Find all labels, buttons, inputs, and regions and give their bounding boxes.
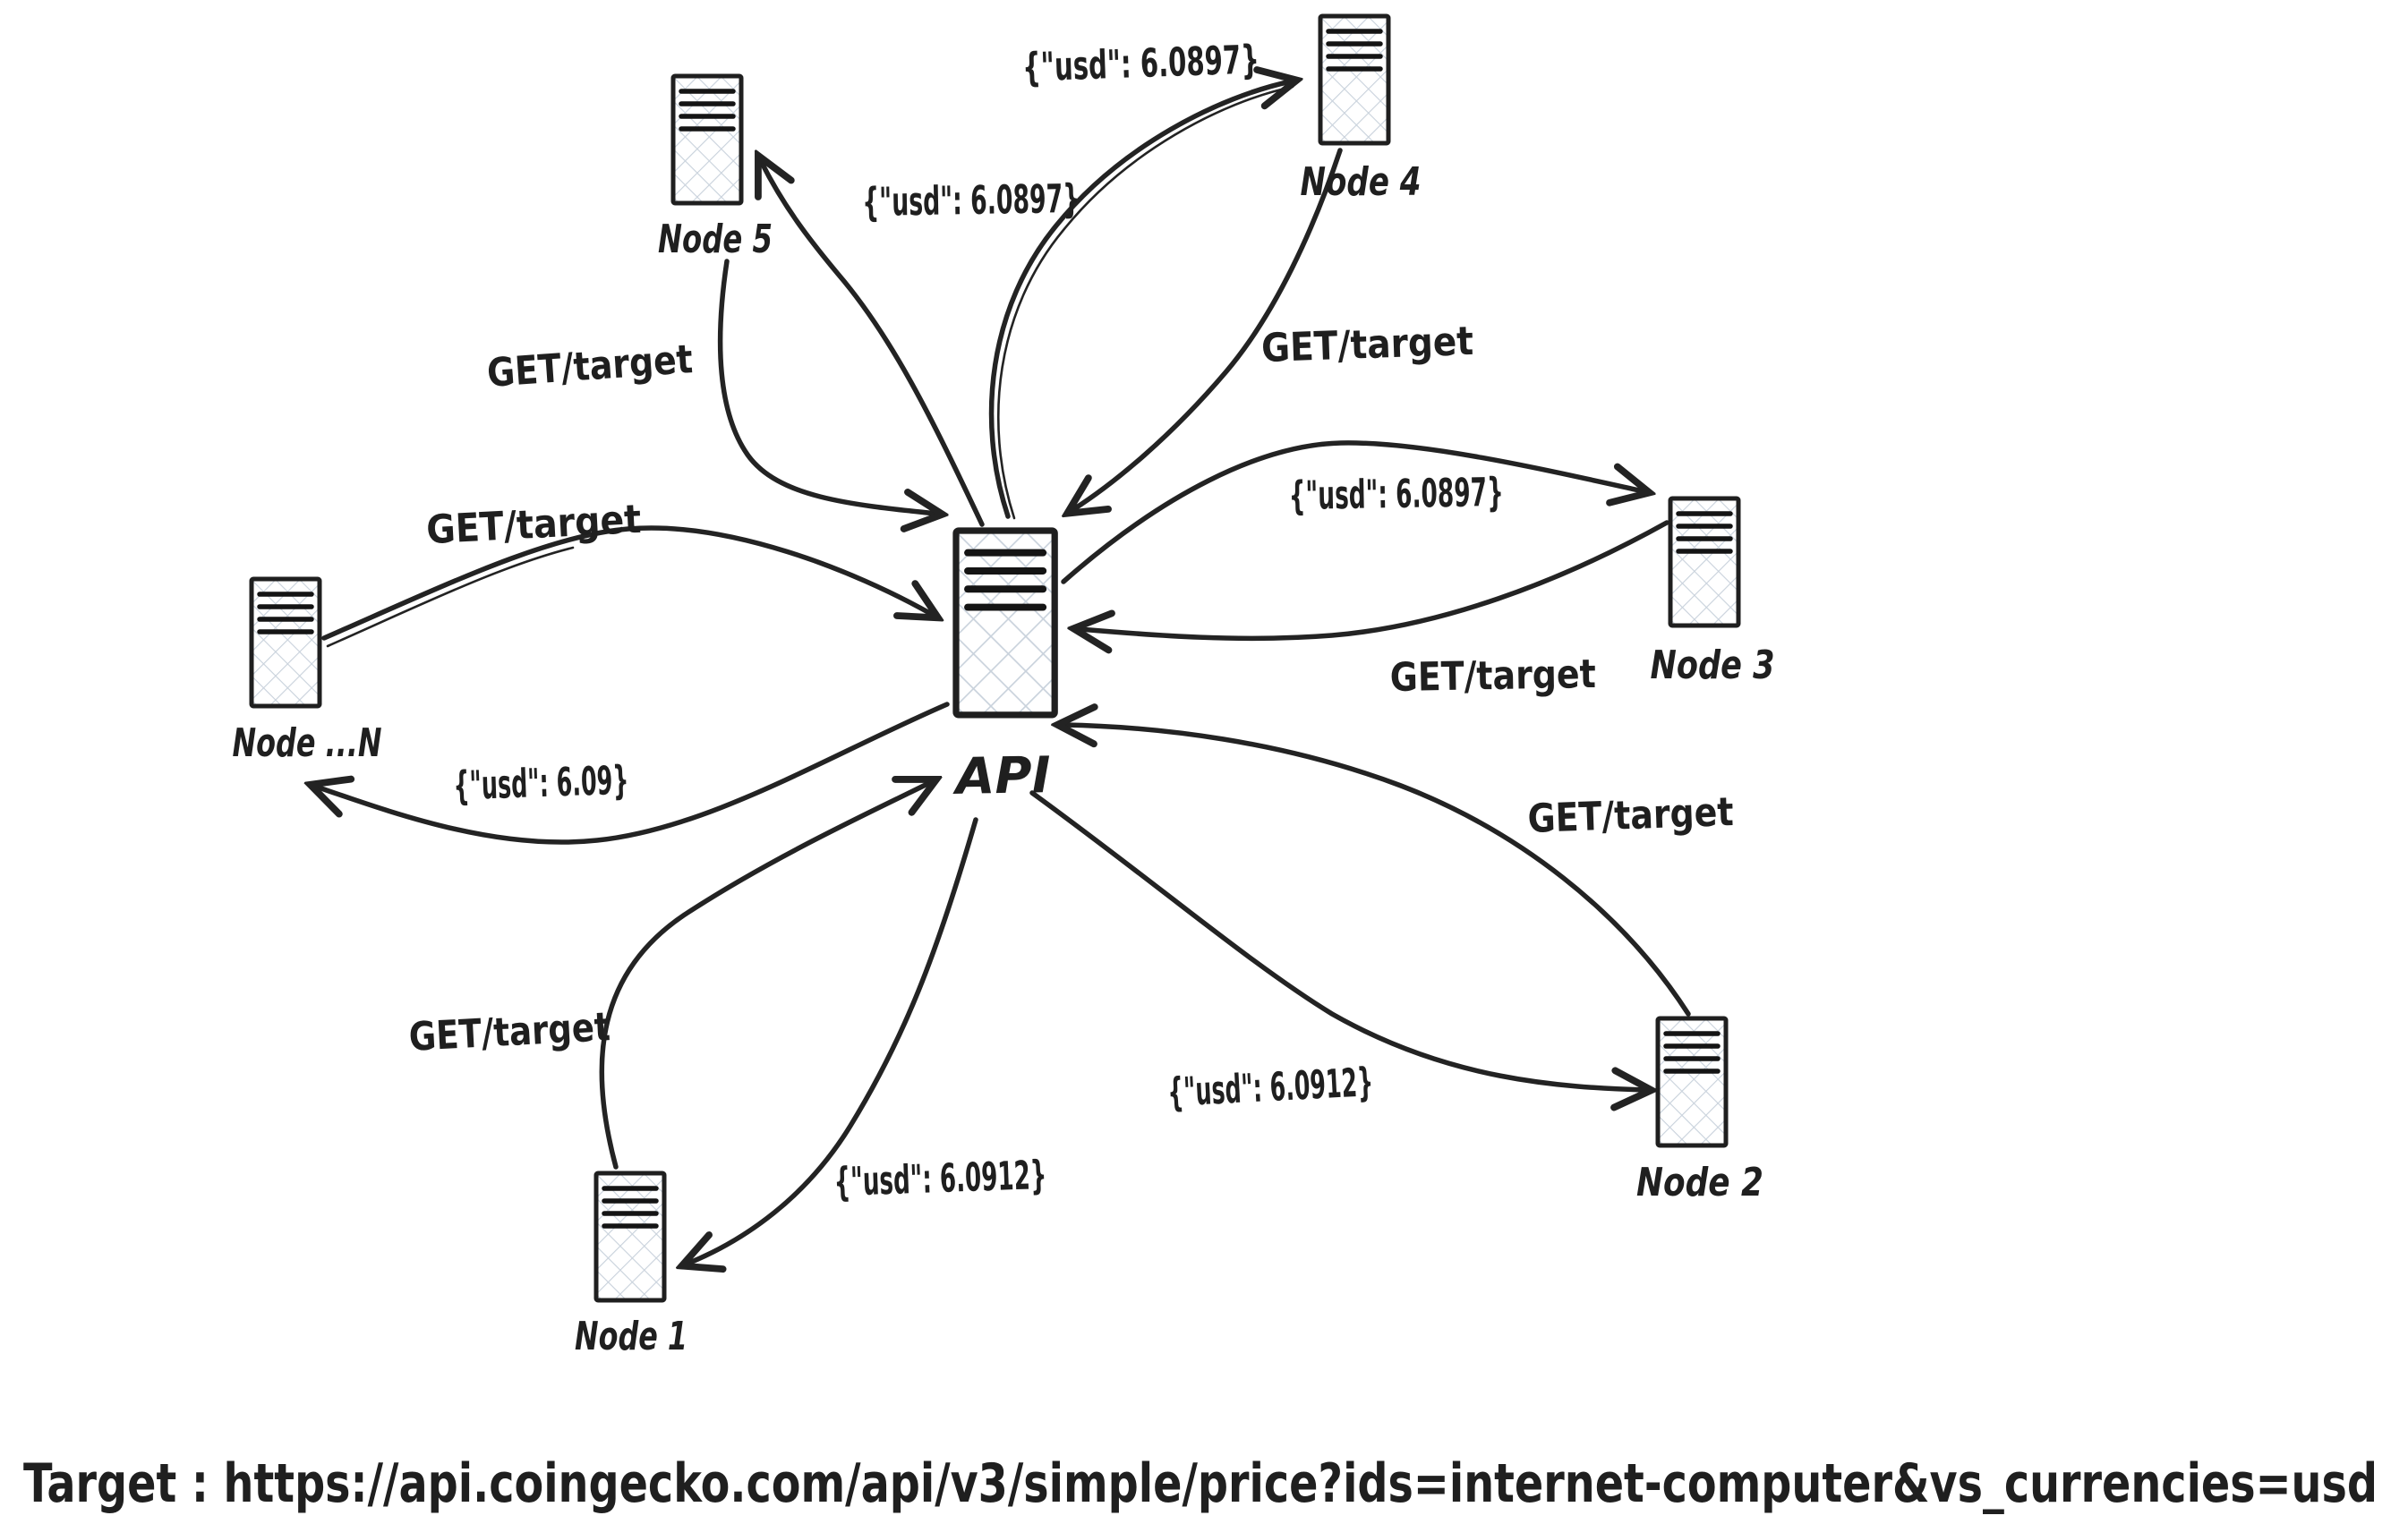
node-n-group: Node ...N	[233, 579, 382, 766]
arrow-request-nodeN-to-api	[321, 525, 933, 641]
arrow-response-api-to-node1	[687, 817, 978, 1264]
node-1-group: Node 1	[575, 1173, 687, 1359]
node-n-label: Node ...N	[233, 720, 382, 766]
response-label-node4: {"usd": 6.0897}	[1021, 37, 1260, 90]
node-4-server-icon	[1320, 16, 1388, 143]
arrow-request-node3-to-api	[1080, 520, 1669, 638]
node-4-group: Node 4	[1301, 16, 1422, 205]
api-label: API	[952, 746, 1051, 806]
arrow-request-node2-to-api	[1063, 725, 1691, 1017]
request-label-nodeN: GET/target	[425, 497, 642, 553]
node-4-label: Node 4	[1301, 159, 1422, 205]
arrow-response-api-to-node4	[988, 81, 1291, 519]
request-label-node1: GET/target	[408, 1004, 611, 1060]
node-n-server-icon	[252, 579, 320, 706]
arrow-request-node5-to-api	[717, 259, 936, 514]
response-label-node5: {"usd": 6.0897}	[862, 176, 1080, 226]
node-3-group: Node 3	[1651, 498, 1775, 688]
node-3-label: Node 3	[1651, 643, 1775, 688]
response-label-node1: {"usd": 6.0912}	[833, 1153, 1048, 1205]
arrow-request-nodeN-double-stroke	[326, 546, 575, 648]
api-server-icon	[956, 531, 1055, 715]
arrow-response-api-to-node4-double-stroke	[997, 85, 1294, 520]
api-server-group: API	[952, 531, 1055, 806]
request-label-node5: GET/target	[485, 336, 694, 396]
node-5-server-icon	[673, 76, 741, 203]
node-5-group: Node 5	[658, 76, 773, 262]
arrow-response-api-to-node2	[1029, 790, 1645, 1090]
response-label-node3: {"usd": 6.0897}	[1288, 470, 1504, 519]
request-label-node3: GET/target	[1389, 651, 1596, 701]
arrow-response-api-to-nodeN	[316, 702, 950, 845]
node-1-server-icon	[596, 1173, 664, 1300]
request-label-node4: GET/target	[1260, 319, 1474, 371]
response-label-nodeN: {"usd": 6.09}	[453, 758, 630, 810]
arrow-request-node4-to-api	[1072, 148, 1343, 510]
node-2-label: Node 2	[1636, 1160, 1763, 1205]
arrow-response-api-to-node3	[1061, 440, 1644, 584]
node-3-server-icon	[1670, 498, 1738, 626]
target-url-caption: Target : https://api.coingecko.com/api/v…	[23, 1452, 2378, 1515]
node-5-label: Node 5	[658, 217, 773, 262]
node-2-group: Node 2	[1636, 1018, 1763, 1205]
arrow-response-api-to-node5	[761, 161, 985, 527]
node-2-server-icon	[1658, 1018, 1726, 1145]
node-1-label: Node 1	[575, 1314, 687, 1359]
arrow-request-node1-to-api	[599, 782, 931, 1170]
response-label-node2: {"usd": 6.0912}	[1166, 1060, 1374, 1116]
request-label-node2: GET/target	[1527, 789, 1735, 842]
